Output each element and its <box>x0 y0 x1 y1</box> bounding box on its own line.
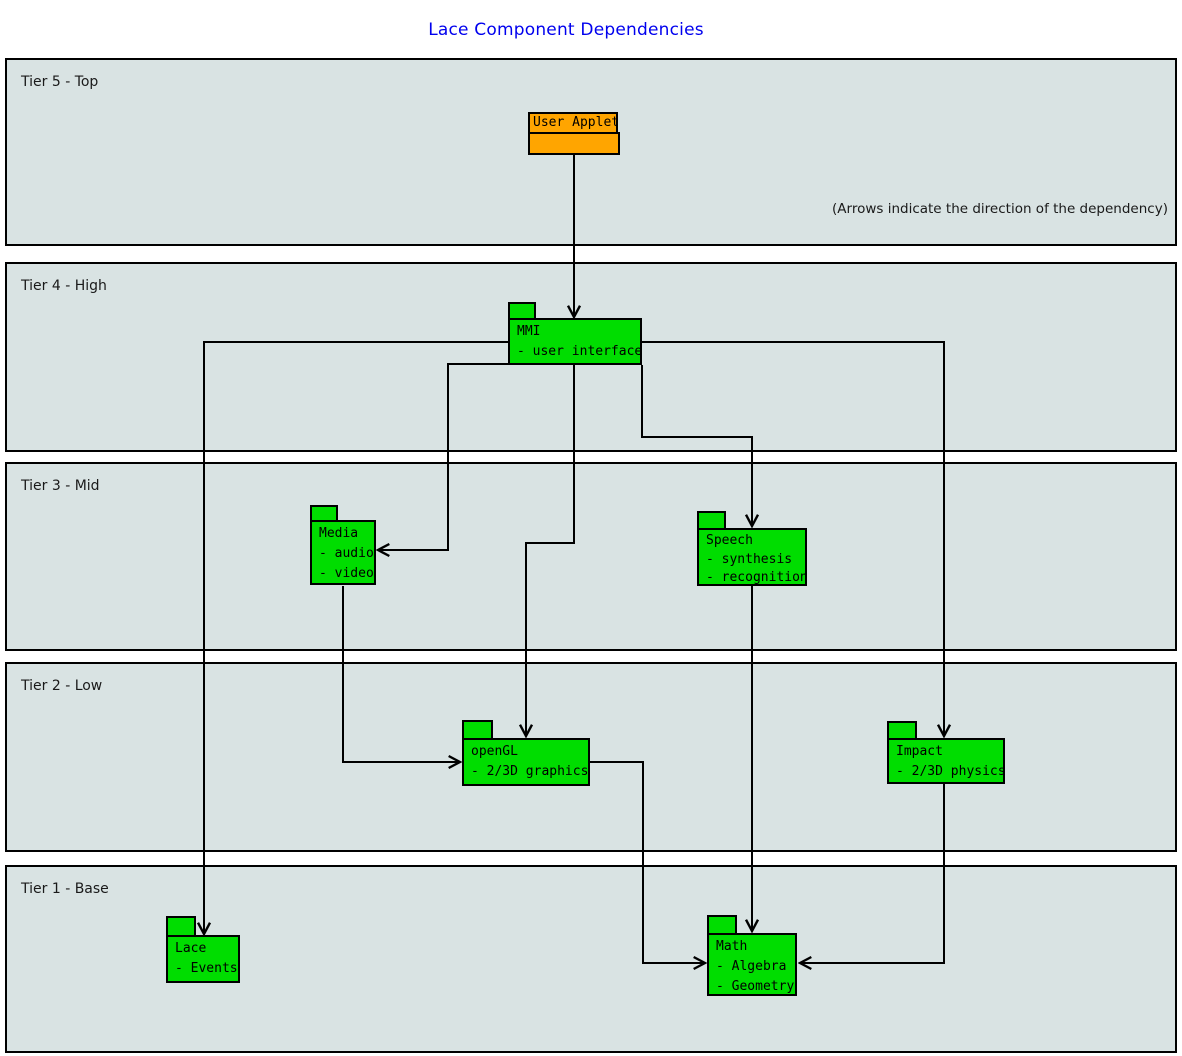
package-math-tab <box>707 915 737 935</box>
package-speech-detail: - recognition <box>706 570 808 585</box>
package-math-detail: - Algebra <box>716 959 787 974</box>
edge-mmi-to-impact <box>642 341 944 736</box>
tier-label-3: Tier 3 - Mid <box>21 478 100 494</box>
package-media: Media - audio - video <box>310 520 376 585</box>
package-lace: Lace - Events <box>166 935 240 983</box>
edge-mmi-to-opengl <box>526 365 575 736</box>
package-impact-detail: - 2/3D physics <box>896 764 1006 779</box>
package-media-detail: - video <box>319 566 374 581</box>
package-math: Math - Algebra - Geometry <box>707 933 797 996</box>
package-lace-tab <box>166 916 196 937</box>
package-opengl-name: openGL <box>471 744 518 759</box>
package-impact-name: Impact <box>896 744 943 759</box>
package-user-applet-tab: User Applet <box>528 112 620 134</box>
package-mmi-name: MMI <box>517 324 541 339</box>
package-opengl: openGL - 2/3D graphics <box>462 738 590 786</box>
package-media-name: Media <box>319 526 359 541</box>
tier-label-4: Tier 4 - High <box>21 278 107 294</box>
package-speech-name: Speech <box>706 533 753 548</box>
edge-mmi-to-media <box>378 363 508 550</box>
package-impact: Impact - 2/3D physics <box>887 738 1006 784</box>
package-speech: Speech - synthesis - recognition <box>697 528 808 586</box>
edge-opengl-to-math <box>590 761 705 963</box>
package-opengl-tab <box>462 720 493 740</box>
package-user-applet <box>528 132 620 155</box>
package-mmi-detail: - user interface <box>517 344 643 359</box>
tier-band-2: Tier 2 - Low <box>5 662 1177 852</box>
package-lace-name: Lace <box>175 941 207 956</box>
package-speech-detail: - synthesis <box>706 551 793 567</box>
package-user-applet-name: User Applet <box>533 115 620 130</box>
edge-impact-to-math <box>800 784 945 963</box>
edge-media-to-opengl <box>342 586 460 762</box>
tier-label-2: Tier 2 - Low <box>21 678 103 694</box>
package-math-detail: - Geometry <box>716 979 795 994</box>
legend-note: (Arrows indicate the direction of the de… <box>832 201 1168 217</box>
edge-mmi-to-speech <box>641 365 752 526</box>
tier-band-3: Tier 3 - Mid <box>5 462 1177 651</box>
edge-mmi-to-lace <box>204 341 508 934</box>
package-opengl-detail: - 2/3D graphics <box>471 764 589 779</box>
package-mmi: MMI - user interface <box>508 318 642 365</box>
page-title: Lace Component Dependencies <box>428 20 704 40</box>
package-media-detail: - audio <box>319 546 374 561</box>
tier-label-1: Tier 1 - Base <box>21 881 109 897</box>
package-lace-detail: - Events <box>175 961 238 976</box>
package-math-name: Math <box>716 939 748 954</box>
tier-label-5: Tier 5 - Top <box>21 74 99 90</box>
